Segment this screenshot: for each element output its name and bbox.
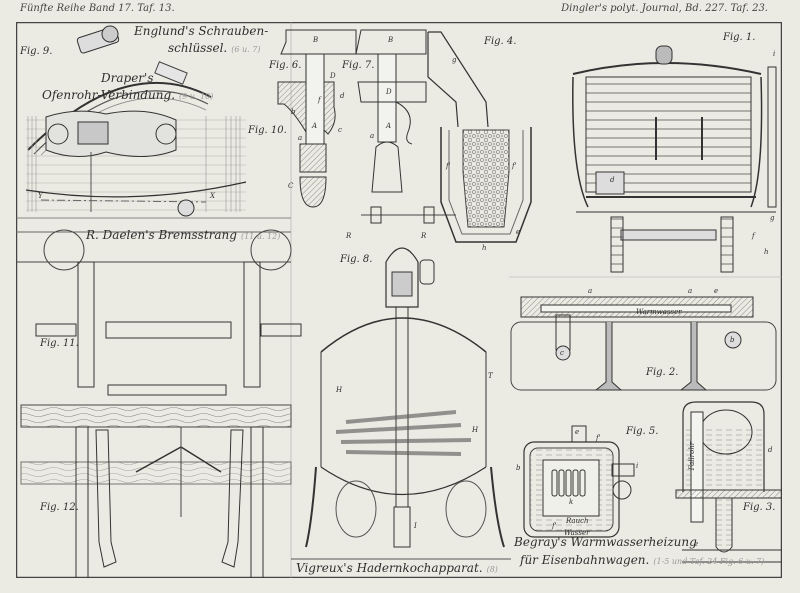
plate-header-left: Fünfte Reihe Band 17. Taf. 13. [20,3,175,14]
part-letter-g-fig4: g [452,56,457,64]
title-daelen-row: R. Daelen's Bremsstrang (11 u. 12) [86,228,281,243]
part-letter-d-fig6: d [340,92,345,100]
fig3-label: Fig. 3. [743,502,776,513]
fig4-label: Fig. 4. [484,36,517,47]
part-letter-e-fig4: e [516,228,521,236]
part-letter-i-fig5: i [636,462,639,470]
part-letter-R-fig8: R [346,232,352,240]
part-letter-f2-fig4: f' [512,162,517,170]
part-letter-H-fig8: H [336,386,343,394]
fig7-drawing [355,29,427,193]
fig2-label: Fig. 2. [646,367,679,378]
title-begray-row: für Eisenbahnwagen. (1-5 und Taf. 24 Fig… [520,553,765,568]
fig10-label: Fig. 10. [248,125,287,136]
title-englund-line2: schlüssel. [168,41,228,55]
fig5-drawing [523,425,635,538]
title-begray-ref: (1-5 und Taf. 24 Fig. 6 u. 7) [653,557,765,566]
part-letter-k-fig5: k [569,498,574,506]
part-letter-c-fig2: c [560,349,564,357]
fig9-label: Fig. 9. [20,46,53,57]
part-letter-H2-fig8: H [472,426,479,434]
part-letter-A-fig6: A [312,122,318,130]
fig4-drawing [427,31,532,243]
part-letter-g-fig1: g [770,214,775,222]
part-letter-h-fig4: h [482,244,487,252]
fig6-drawing [277,29,357,208]
part-letter-a-fig2: a [588,287,593,295]
fig1-label: Fig. 1. [723,32,756,43]
plate-header-right: Dingler's polyt. Journal, Bd. 227. Taf. … [561,3,768,14]
fig12-drawing [20,426,292,588]
title-draper-line2: Ofenrohr-Verbindung. [42,88,176,102]
part-letter-d-fig1: d [610,176,615,184]
plate-drawing [15,21,783,588]
part-letter-e-fig5: e [575,428,580,436]
title-begray-line2: für Eisenbahnwagen. [520,553,650,567]
part-letter-f2-fig5: f' [552,522,557,530]
part-letter-h-fig1: h [764,248,769,256]
title-vigreux-row: Vigreux's Hadernkochapparat. (8) [296,561,498,576]
part-letter-D-fig7: D [386,88,392,96]
part-letter-R2-fig8: R [421,232,427,240]
title-englund-ref: (6 u. 7) [231,45,261,54]
part-letter-e-fig2: e [714,287,719,295]
part-letter-I-fig8: I [414,522,417,530]
title-draper-ref: (9 u. 10) [179,92,214,101]
part-letter-a-fig6: a [298,134,303,142]
title-daelen-ref: (11 u. 12) [240,232,281,241]
part-letter-f-fig6: f [318,96,321,104]
inline-warmwasser: Warmwasser [636,308,682,316]
part-letter-b-fig5: b [516,464,521,472]
fig1-drawing [572,45,777,273]
title-englund-row: schlüssel. (6 u. 7) [168,41,261,56]
part-letter-Y-fig10: Y [38,192,43,200]
engraving-plate: Englund's Schrauben- schlüssel. (6 u. 7)… [15,21,783,588]
part-letter-b-fig6: b [291,108,296,116]
title-begray-line1: Begray's Warmwasserheizung [514,535,697,549]
part-letter-f-fig5: f' [596,434,601,442]
plate-border [15,21,783,579]
part-letter-B-fig7: B [388,36,394,44]
inline-wasser: Wasser [564,529,590,537]
part-letter-X-fig10: X [210,192,215,200]
fig3-drawing [675,401,783,563]
part-letter-d-fig3: d [768,446,773,454]
part-letter-c-fig6: c [338,126,342,134]
part-letter-D-fig6: D [330,72,336,80]
fig12-label: Fig. 12. [40,502,79,513]
fig5-label: Fig. 5. [626,426,659,437]
fig2-drawing [510,296,777,391]
part-letter-a-fig7: a [370,132,375,140]
part-letter-T-fig8: T [488,372,493,380]
fig11-label: Fig. 11. [40,338,79,349]
part-letter-B-fig6: B [313,36,319,44]
part-letter-a2-fig2: a [688,287,693,295]
title-englund-line1: Englund's Schrauben- [134,24,269,38]
fig8-label: Fig. 8. [340,254,373,265]
part-letter-C-fig6: C [288,182,294,190]
title-draper-row: Ofenrohr-Verbindung. (9 u. 10) [42,88,214,103]
fig6-label: Fig. 6. [269,60,302,71]
title-vigreux-ref: (8) [486,565,498,574]
title-draper-line1: Draper's [101,71,154,85]
inline-rauch: Rauch [566,517,589,525]
inline-fallrohr: Fallrohr [688,441,697,471]
part-letter-b-fig2: b [730,336,735,344]
part-letter-i-fig1: i [773,50,776,58]
fig7-label: Fig. 7. [342,60,375,71]
fig10-drawing [25,110,247,217]
part-letter-f-fig1: f [752,232,755,240]
fig11-drawing [16,229,302,428]
part-letter-A-fig7: A [386,122,392,130]
part-letter-e-fig3: e [694,540,699,548]
part-letter-f-fig4: f' [446,162,451,170]
title-daelen: R. Daelen's Bremsstrang [86,228,237,242]
fig8-drawing [291,206,511,560]
title-vigreux: Vigreux's Hadernkochapparat. [296,561,483,575]
